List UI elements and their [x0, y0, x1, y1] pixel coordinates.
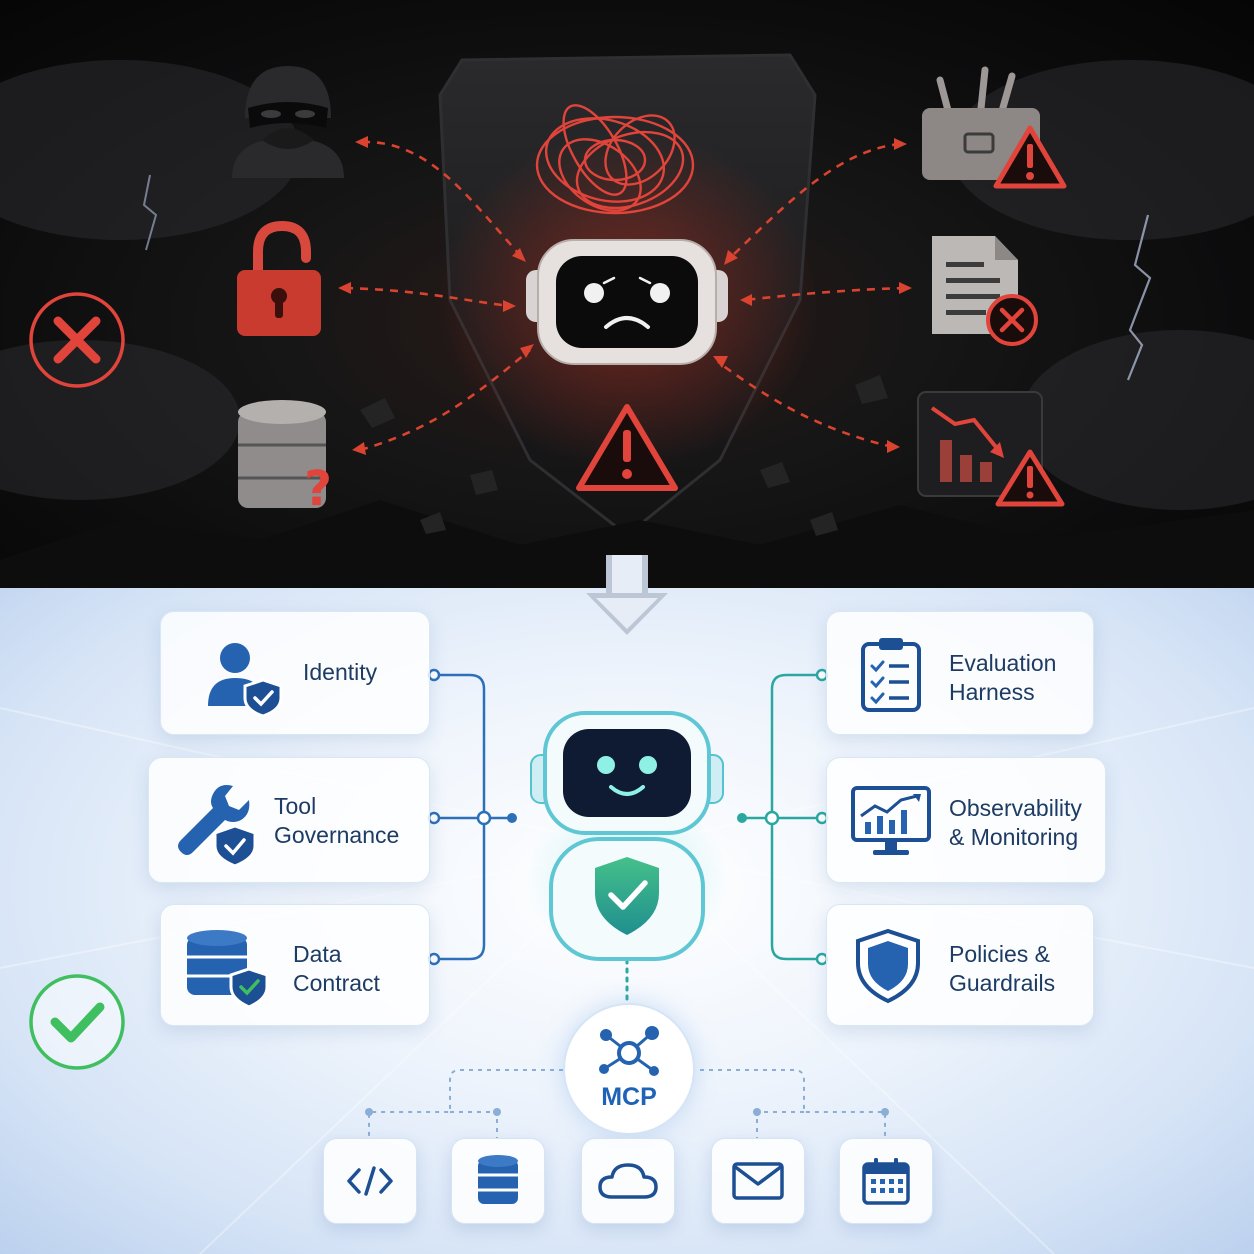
mail-icon	[732, 1162, 784, 1200]
database-tool-node[interactable]	[451, 1138, 545, 1224]
policies-guardrails-card[interactable]: Policies & Guardrails	[826, 904, 1094, 1026]
identity-card[interactable]: Identity	[160, 611, 430, 735]
lightning-bolt-left	[142, 174, 158, 251]
svg-text:?: ?	[304, 461, 332, 517]
tool-governance-label-line-1: Tool	[274, 793, 317, 819]
failure-scene: ?	[0, 0, 1254, 588]
database-question-icon: ?	[238, 400, 332, 517]
failure-scene-art: ?	[0, 53, 1254, 588]
warning-icon	[576, 404, 678, 491]
user-shield-icon	[208, 643, 283, 718]
identity-label-line: Identity	[303, 659, 378, 685]
tangled-thoughts-icon	[535, 104, 695, 215]
down-arrow-icon	[586, 555, 668, 635]
code-tool-node[interactable]	[323, 1138, 417, 1224]
evaluation-harness-label-line-2: Harness	[949, 679, 1035, 705]
observability-label-line-2: & Monitoring	[949, 824, 1079, 850]
threat-connectors	[344, 140, 906, 452]
declining-chart-icon	[917, 391, 1065, 507]
tool-governance-label: Tool Governance	[274, 792, 399, 850]
error-x-icon	[29, 292, 125, 388]
mcp-hub[interactable]: MCP	[563, 1003, 695, 1135]
mail-tool-node[interactable]	[711, 1138, 805, 1224]
happy-robot-shield-icon	[527, 711, 727, 965]
policies-guardrails-label-line-1: Policies &	[949, 941, 1050, 967]
tool-governance-card[interactable]: Tool Governance	[148, 757, 430, 883]
cloud-icon	[598, 1163, 658, 1199]
database-shield-icon	[187, 930, 269, 1009]
code-icon	[347, 1166, 393, 1196]
data-contract-label-line-1: Data	[293, 941, 342, 967]
calendar-tool-node[interactable]	[839, 1138, 933, 1224]
evaluation-harness-label-line-1: Evaluation	[949, 650, 1057, 676]
observability-label-line-1: Observability	[949, 795, 1082, 821]
lightning-bolt-right	[1126, 214, 1152, 381]
cloud-tool-node[interactable]	[581, 1138, 675, 1224]
mcp-label: MCP	[601, 1083, 657, 1111]
data-contract-label: Data Contract	[293, 940, 380, 998]
database-icon	[478, 1155, 518, 1204]
success-check-icon	[29, 974, 125, 1070]
observability-label: Observability & Monitoring	[949, 794, 1082, 852]
hacker-icon	[232, 66, 344, 178]
policies-guardrails-label: Policies & Guardrails	[949, 940, 1055, 998]
unlocked-padlock-icon	[237, 220, 321, 336]
data-contract-label-line-2: Contract	[293, 970, 380, 996]
clipboard-checklist-icon	[861, 638, 921, 712]
evaluation-harness-card[interactable]: Evaluation Harness	[826, 611, 1094, 735]
monitor-chart-icon	[851, 786, 931, 855]
calendar-icon	[862, 1158, 910, 1205]
broken-toolbox-icon	[922, 66, 1067, 189]
wrench-shield-icon	[178, 785, 257, 868]
tool-governance-label-line-2: Governance	[274, 822, 400, 848]
network-nodes-icon	[599, 1026, 659, 1076]
observability-card[interactable]: Observability & Monitoring	[826, 757, 1106, 883]
shield-icon	[856, 928, 920, 1004]
sad-robot-icon	[526, 239, 728, 365]
evaluation-harness-label: Evaluation Harness	[949, 649, 1056, 707]
identity-label: Identity	[303, 658, 377, 687]
document-error-icon	[932, 236, 1038, 346]
policies-guardrails-label-line-2: Guardrails	[949, 970, 1056, 996]
storm-clouds	[0, 60, 1254, 510]
data-contract-card[interactable]: Data Contract	[160, 904, 430, 1026]
